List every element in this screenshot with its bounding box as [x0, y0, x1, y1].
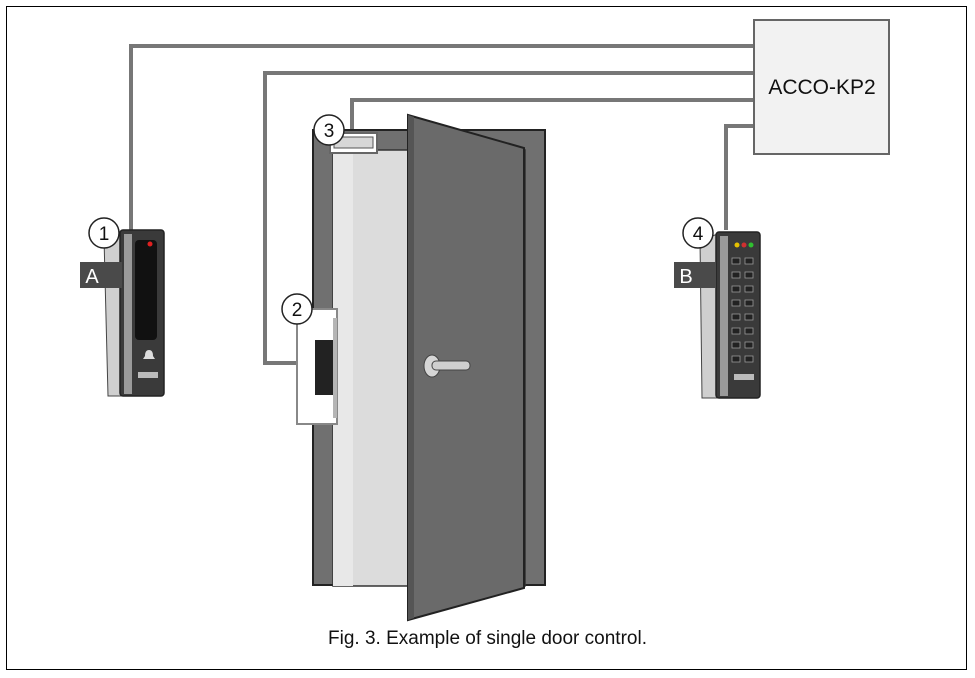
svg-text:1: 1: [99, 224, 110, 245]
wires: [129, 44, 756, 365]
wire-reader-b: [724, 124, 756, 230]
side-tag-b: B: [674, 262, 716, 288]
wire-lock: [263, 71, 756, 365]
bell-icon: [143, 350, 155, 359]
svg-text:2: 2: [292, 300, 303, 321]
callout-1: 1: [88, 217, 120, 249]
svg-text:A: A: [85, 266, 99, 288]
door-handle: [423, 354, 471, 378]
figure-caption: Fig. 3. Example of single door control.: [328, 628, 647, 649]
door-leaf: [407, 113, 525, 622]
callout-3: 3: [313, 114, 345, 146]
reader-a: [103, 229, 165, 397]
keypad-buttons: [731, 257, 754, 363]
svg-text:3: 3: [324, 121, 335, 142]
svg-text:4: 4: [693, 224, 704, 245]
status-led-icon: [147, 241, 153, 247]
wire-door-sensor: [350, 98, 756, 140]
controller-label: ACCO-KP2: [768, 76, 875, 99]
svg-text:B: B: [679, 266, 692, 288]
callout-4: 4: [682, 217, 714, 249]
figure-frame: [6, 6, 967, 670]
electric-strike: [296, 308, 338, 425]
side-tag-a: A: [80, 262, 122, 288]
reader-b-keypad: [699, 231, 761, 399]
controller-acco-kp2: ACCO-KP2: [753, 19, 890, 155]
callout-2: 2: [281, 293, 313, 325]
wire-reader-a: [129, 44, 756, 230]
